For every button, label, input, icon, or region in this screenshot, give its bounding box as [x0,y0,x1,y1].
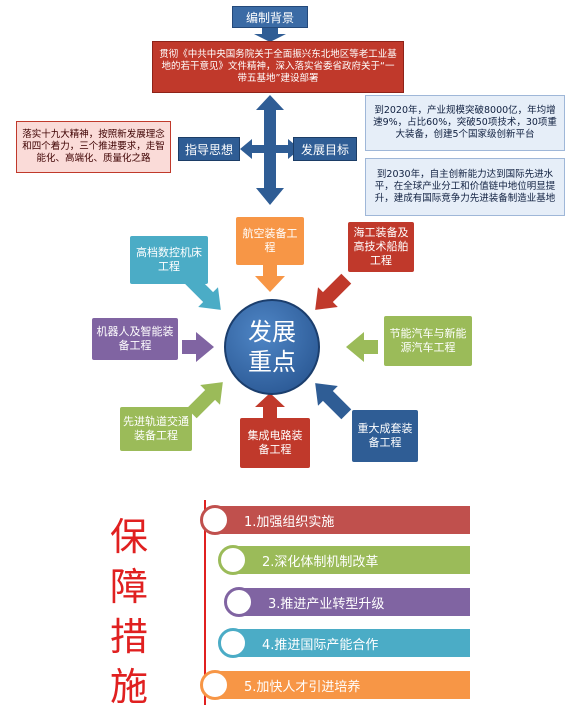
measure-label: 4.推进国际产能合作 [262,637,379,653]
banner-down-arrow [254,28,286,42]
marine-arrow [315,273,352,310]
measure-circle [218,628,248,658]
measure-bar: 4.推进国际产能合作 [238,629,470,657]
guidance-text: 落实十九大精神，按照新发展理念和四个着力，三个推进要求，走智能化、高端化、质量化… [16,121,171,173]
node-complete: 重大成套装备工程 [352,410,418,462]
background-text: 贯彻《中共中央国务院关于全面振兴东北地区等老工业基地的若干意见》文件精神，深入落… [152,41,404,93]
measure-label: 3.推进产业转型升级 [268,596,385,612]
ic-arrow [255,393,285,418]
nev-arrow [346,332,378,362]
measure-bar: 3.推进产业转型升级 [244,588,470,616]
horizontal-double-arrow [240,139,300,159]
guidance-label: 指导思想 [178,137,240,161]
measure-circle [200,670,230,700]
measures-title-char: 障 [109,565,148,609]
goal-2020: 到2020年，产业规模突破8000亿，年均增速9%，占比60%，突破50项技术，… [365,95,565,151]
measures-title: 保 障 措 施 [96,512,162,712]
measure-label: 5.加快人才引进培养 [244,679,361,695]
measure-circle [200,505,230,535]
complete-arrow [315,383,352,420]
measure-label: 1.加强组织实施 [244,514,335,530]
robot-arrow [182,332,214,362]
node-aviation: 航空装备工程 [236,217,304,265]
measure-circle [224,587,254,617]
node-robot: 机器人及智能装备工程 [92,318,178,360]
hub-line2: 重点 [248,348,296,376]
goal-2030: 到2030年，自主创新能力达到国际先进水平，在全球产业分工和价值链中地位明显提升… [365,158,565,216]
measure-bar: 1.加强组织实施 [220,506,470,534]
node-cnc: 高档数控机床工程 [130,236,208,284]
measures-title-char: 保 [109,515,148,559]
focus-hub: 发展 重点 [224,299,320,395]
measure-bar: 5.加快人才引进培养 [220,671,470,699]
hub-line1: 发展 [248,318,296,346]
measure-bar: 2.深化体制机制改革 [238,546,470,574]
node-marine: 海工装备及高技术船舶工程 [348,222,414,272]
node-ic: 集成电路装备工程 [240,418,310,468]
measure-label: 2.深化体制机制改革 [262,554,379,570]
targets-label: 发展目标 [293,137,357,161]
rail-arrow [186,382,223,419]
banner-title: 编制背景 [232,6,308,28]
node-rail: 先进轨道交通装备工程 [120,407,192,451]
measures-title-char: 措 [109,615,148,659]
measure-circle [218,545,248,575]
aviation-arrow [255,265,285,292]
measures-title-char: 施 [109,665,148,709]
node-nev: 节能汽车与新能源汽车工程 [384,316,472,366]
